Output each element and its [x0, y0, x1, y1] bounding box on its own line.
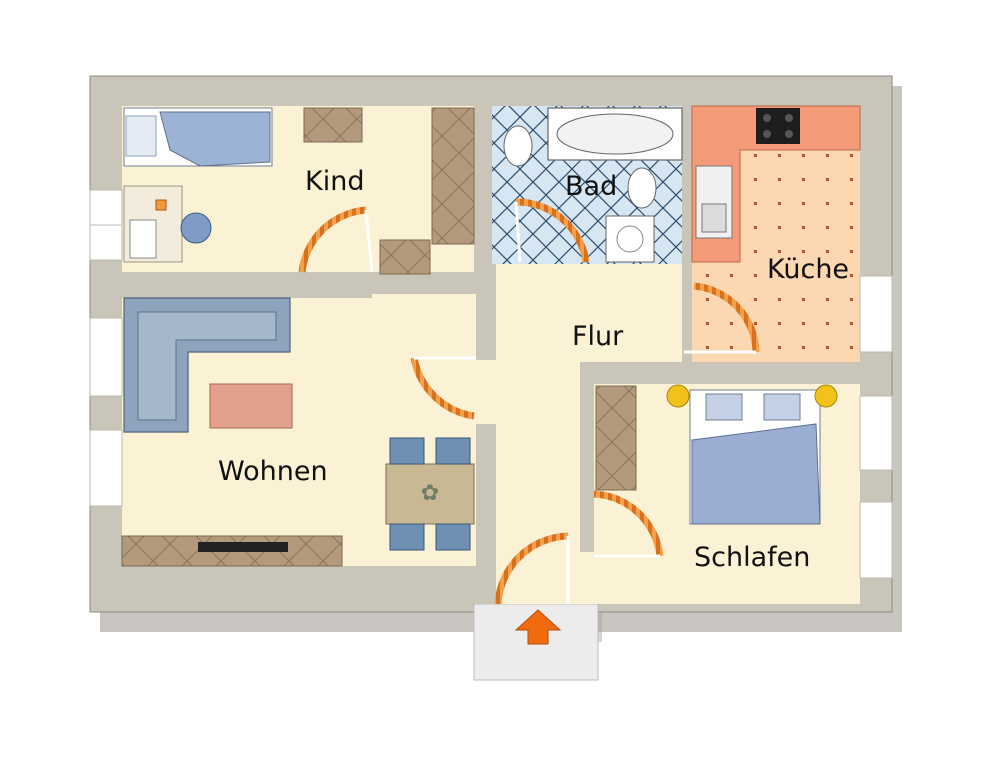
coffee-table: [209, 383, 293, 429]
label-wohnen: Wohnen: [218, 456, 328, 487]
wohnen-furniture: ✿: [121, 297, 475, 567]
schlafen-furniture: [595, 384, 838, 525]
schlafen-wardrobe: [595, 385, 637, 491]
kind-wardrobe: [431, 107, 475, 245]
label-kind: Kind: [305, 166, 364, 197]
dining-chairs: [389, 437, 471, 551]
kitchen-counter: [691, 105, 861, 263]
kueche-furniture: [691, 105, 861, 263]
toilet: [503, 125, 533, 167]
label-kueche: Küche: [767, 254, 849, 285]
svg-text:✿: ✿: [421, 481, 439, 506]
kind-furniture: [123, 107, 475, 275]
entrance-arrow: [514, 609, 562, 645]
windows: [89, 189, 893, 579]
bad-furniture: [503, 107, 683, 263]
door-swings: [298, 198, 760, 605]
lamp-left: [666, 384, 690, 408]
label-bad: Bad: [565, 171, 617, 202]
label-flur: Flur: [572, 321, 624, 352]
lamp-right: [814, 384, 838, 408]
label-schlafen: Schlafen: [694, 542, 810, 573]
stove: [756, 108, 800, 144]
sink: [627, 167, 657, 209]
dining-table: [385, 463, 475, 525]
